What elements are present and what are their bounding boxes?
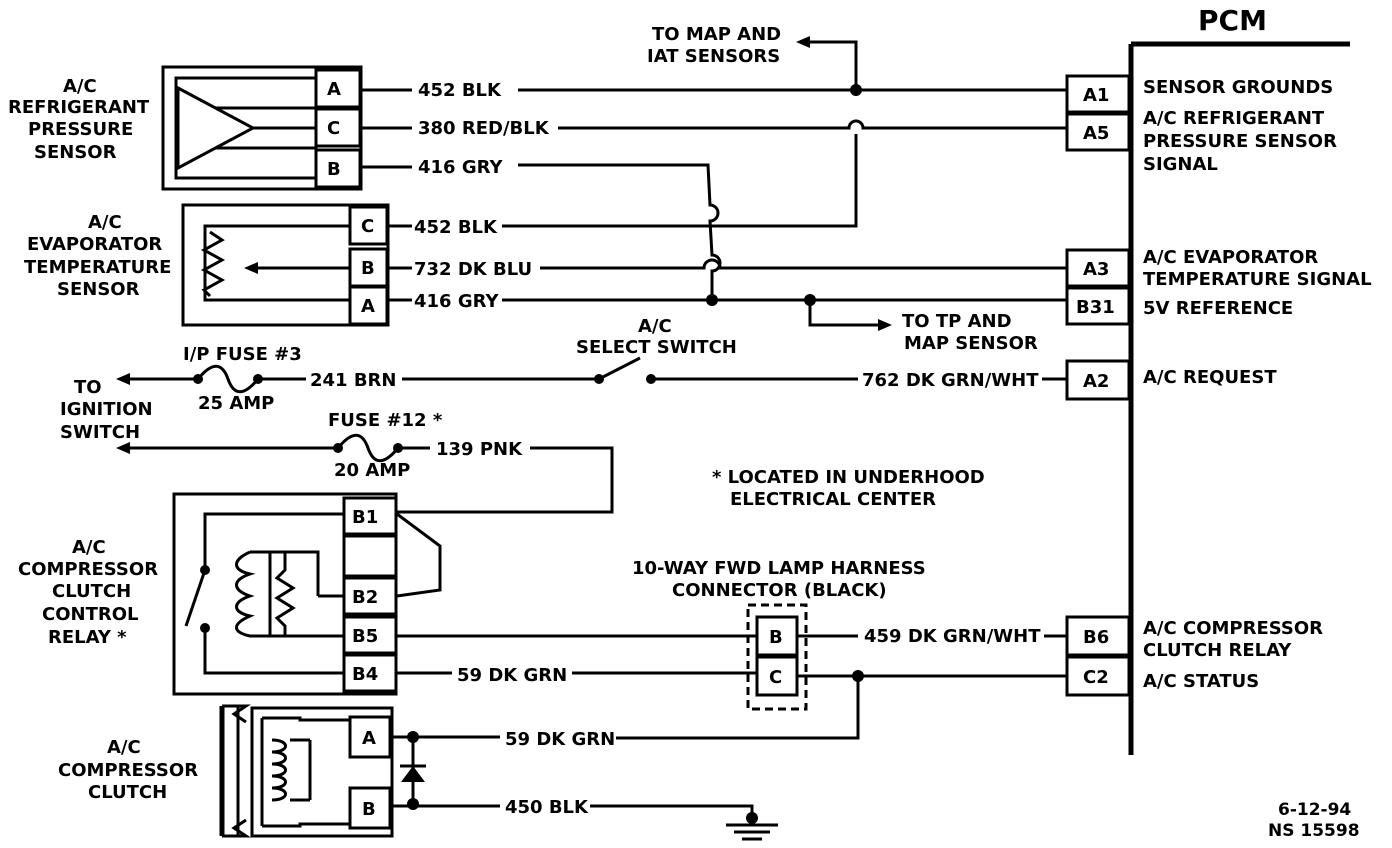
located-note-1: * LOCATED IN UNDERHOOD <box>712 467 985 488</box>
pin-label-b31: 5V REFERENCE <box>1143 298 1293 319</box>
refrig-name-1: A/C <box>63 76 97 97</box>
pin-id-a5: A5 <box>1083 123 1109 144</box>
evap-name-4: SENSOR <box>57 279 140 300</box>
harness-pin-b: B <box>769 627 783 648</box>
wire-59-dk-grn-b: 59 DK GRN <box>505 729 615 750</box>
wire-450-blk: 450 BLK <box>505 797 589 818</box>
pcm-pin-a1 <box>1065 74 1131 114</box>
fuse3-rating: 25 AMP <box>198 393 274 414</box>
relay-pin-b4: B4 <box>352 664 378 685</box>
clutch-name-2: COMPRESSOR <box>58 760 198 781</box>
wire-732-dk-blu: 732 DK BLU <box>414 259 532 280</box>
to-tp-map-1: TO TP AND <box>902 311 1012 332</box>
relay-name-1: A/C <box>72 537 106 558</box>
pin-label-a1: SENSOR GROUNDS <box>1143 77 1333 98</box>
pin-label-a3-2: TEMPERATURE SIGNAL <box>1143 269 1372 290</box>
relay-pin-b2: B2 <box>352 587 378 608</box>
pin-id-c2: C2 <box>1083 667 1109 688</box>
harness-name-1: 10-WAY FWD LAMP HARNESS <box>632 558 926 579</box>
relay-pin-b1: B1 <box>352 507 378 528</box>
to-ignition-1: TO <box>74 377 102 398</box>
wire-459-dk-grn-wht: 459 DK GRN/WHT <box>864 626 1041 647</box>
relay-name-5: RELAY * <box>48 627 127 648</box>
to-tp-map-2: MAP SENSOR <box>904 333 1038 354</box>
pin-label-a3-1: A/C EVAPORATOR <box>1143 247 1318 268</box>
harness-name-2: CONNECTOR (BLACK) <box>672 580 887 601</box>
to-map-iat-2: IAT SENSORS <box>647 46 780 67</box>
pin-label-c2: A/C STATUS <box>1143 671 1259 692</box>
evap-name-2: EVAPORATOR <box>27 234 162 255</box>
refrig-pin-c: C <box>327 118 340 139</box>
wire-452-blk-b: 452 BLK <box>414 217 498 238</box>
clutch-name-3: CLUTCH <box>88 782 167 803</box>
evaporator-temperature-sensor: A/C EVAPORATOR TEMPERATURE SENSOR C B A <box>24 203 390 327</box>
pcm-pin-a2 <box>1065 359 1131 401</box>
wire-452-blk-a: 452 BLK <box>418 80 502 101</box>
pcm-pin-a3 <box>1065 248 1131 288</box>
clutch-name-1: A/C <box>107 737 141 758</box>
to-map-iat-1: TO MAP AND <box>652 24 781 45</box>
pin-id-a3: A3 <box>1083 259 1109 280</box>
evap-pin-a: A <box>361 296 375 317</box>
to-ignition-2: IGNITION <box>60 399 153 420</box>
wire-241-brn: 241 BRN <box>310 370 396 391</box>
refrigerant-pressure-sensor: A/C REFRIGERANT PRESSURE SENSOR A C B <box>8 65 363 191</box>
refrig-pin-a: A <box>327 79 341 100</box>
refrig-name-2: REFRIGERANT <box>8 97 150 118</box>
sensor-wires: 452 BLK TO MAP AND IAT SENSORS 380 RED/B… <box>360 24 1067 354</box>
relay-name-2: COMPRESSOR <box>18 559 158 580</box>
fwd-lamp-harness-connector: 10-WAY FWD LAMP HARNESS CONNECTOR (BLACK… <box>396 558 1067 740</box>
diagram-reference: NS 15598 <box>1268 821 1360 841</box>
pin-id-b31: B31 <box>1076 297 1115 318</box>
evap-name-1: A/C <box>88 212 122 233</box>
relay-name-3: CLUTCH <box>52 581 131 602</box>
refrig-pin-b: B <box>327 159 341 180</box>
wire-416-gry-a: 416 GRY <box>418 157 503 178</box>
ac-request-circuit: I/P FUSE #3 25 AMP 241 BRN TO IGNITION S… <box>60 316 1067 443</box>
pin-label-a5-1: A/C REFRIGERANT <box>1143 108 1325 129</box>
pin-label-a2: A/C REQUEST <box>1143 367 1277 388</box>
pin-label-b6-2: CLUTCH RELAY <box>1143 640 1292 661</box>
relay-name-4: CONTROL <box>42 604 139 625</box>
pin-label-a5-2: PRESSURE SENSOR <box>1143 131 1337 152</box>
fuse12-name: FUSE #12 * <box>328 410 443 431</box>
to-ignition-3: SWITCH <box>60 422 140 443</box>
fuse12-circuit: FUSE #12 * 20 AMP 139 PNK * LOCATED IN U… <box>116 410 985 514</box>
compressor-clutch-relay: A/C COMPRESSOR CLUTCH CONTROL RELAY * B1… <box>18 492 442 696</box>
evap-pin-b: B <box>361 258 375 279</box>
evap-name-3: TEMPERATURE <box>24 257 171 278</box>
wire-380-red-blk: 380 RED/BLK <box>418 118 550 139</box>
fuse12-rating: 20 AMP <box>334 460 410 481</box>
pin-id-a2: A2 <box>1083 371 1109 392</box>
pcm-title: PCM <box>1198 4 1267 37</box>
fuse3-name: I/P FUSE #3 <box>183 344 302 365</box>
select-switch-name-2: SELECT SWITCH <box>576 337 737 358</box>
relay-pin-b5: B5 <box>352 626 378 647</box>
refrig-name-4: SENSOR <box>34 142 117 163</box>
evap-pin-c: C <box>361 216 374 237</box>
clutch-pin-b: B <box>362 799 376 820</box>
wire-416-gry-b: 416 GRY <box>414 291 499 312</box>
wire-139-pnk: 139 PNK <box>436 439 523 460</box>
compressor-clutch: A/C COMPRESSOR CLUTCH A B 59 DK GRN 450 … <box>58 704 778 841</box>
wire-59-dk-grn-a: 59 DK GRN <box>457 665 567 686</box>
wire-762-dk-grn-wht: 762 DK GRN/WHT <box>862 370 1039 391</box>
located-note-2: ELECTRICAL CENTER <box>730 489 936 510</box>
pcm-block: PCM A1 A5 A3 B31 A2 B6 C2 SENSOR GROUNDS… <box>1065 4 1372 755</box>
pcm-pin-c2 <box>1065 655 1131 697</box>
select-switch-name-1: A/C <box>638 316 672 337</box>
pcm-pin-b31 <box>1065 286 1131 326</box>
pin-label-a5-3: SIGNAL <box>1143 154 1218 175</box>
harness-pin-c: C <box>769 667 782 688</box>
diagram-date: 6-12-94 <box>1278 800 1351 820</box>
pin-id-a1: A1 <box>1083 85 1109 106</box>
pin-label-b6-1: A/C COMPRESSOR <box>1143 618 1323 639</box>
pin-id-b6: B6 <box>1083 627 1109 648</box>
clutch-pin-a: A <box>362 728 376 749</box>
refrig-name-3: PRESSURE <box>28 119 133 140</box>
pcm-pin-a5 <box>1065 112 1131 152</box>
